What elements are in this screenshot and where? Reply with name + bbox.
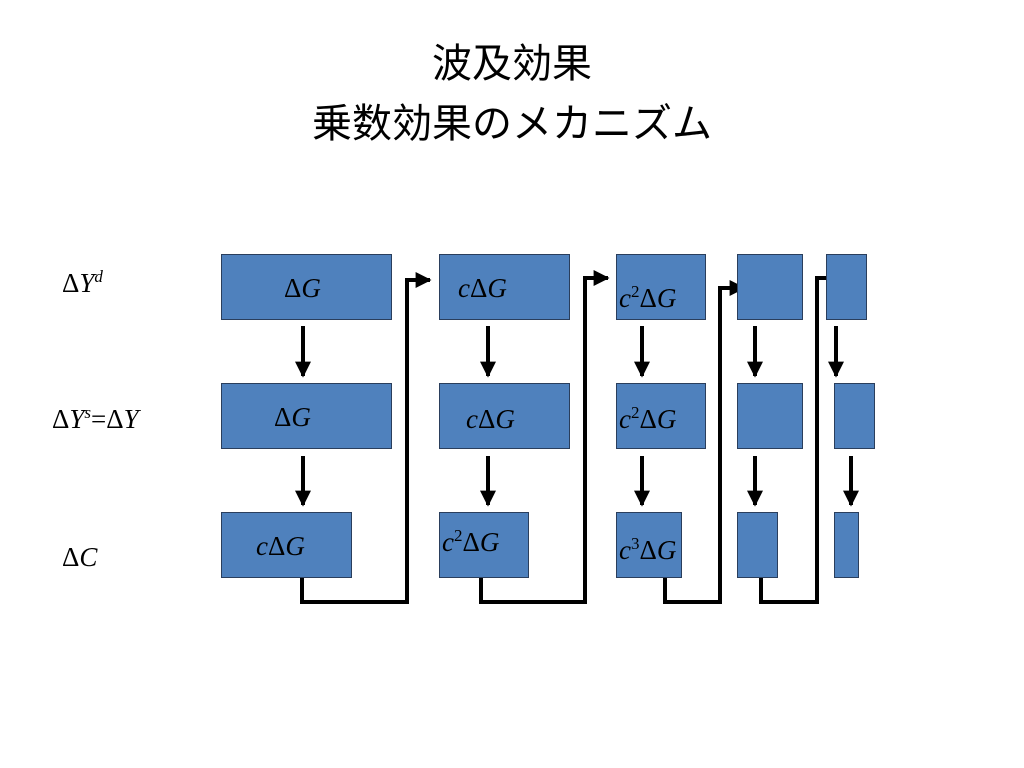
- supply-box-5: [834, 383, 875, 449]
- demand-box-5: [826, 254, 867, 320]
- supply-box-2-label: cΔG: [466, 404, 515, 434]
- supply-box-2: cΔG: [439, 383, 570, 449]
- row-label-supply: ΔYs=ΔY: [52, 403, 139, 434]
- demand-box-2-label: cΔG: [458, 273, 507, 303]
- consumption-box-2-label: c2ΔG: [442, 526, 500, 557]
- consumption-box-5: [834, 512, 859, 578]
- demand-box-3-label: c2ΔG: [619, 282, 677, 313]
- supply-box-1: ΔG: [221, 383, 392, 449]
- supply-box-3-label: c2ΔG: [619, 403, 677, 434]
- consumption-box-3: c3ΔG: [616, 512, 682, 578]
- consumption-box-2: c2ΔG: [439, 512, 529, 578]
- demand-box-2: cΔG: [439, 254, 570, 320]
- demand-box-1-label: ΔG: [284, 273, 321, 303]
- feedback-arrow-3: [663, 280, 746, 604]
- consumption-box-4: [737, 512, 778, 578]
- row-label-consumption: ΔC: [62, 542, 98, 572]
- row-label-demand: ΔYd: [62, 267, 103, 298]
- slide-title-line-1: 波及効果: [432, 41, 592, 87]
- feedback-arrow-4: [759, 270, 844, 604]
- consumption-box-3-label: c3ΔG: [619, 534, 677, 565]
- consumption-box-1-label: cΔG: [256, 531, 305, 561]
- feedback-arrow-1: [300, 272, 432, 604]
- supply-box-4: [737, 383, 803, 449]
- consumption-box-1: cΔG: [221, 512, 352, 578]
- slide-title-line-2: 乗数効果のメカニズム: [312, 101, 712, 147]
- demand-box-4: [737, 254, 803, 320]
- demand-box-3: c2ΔG: [616, 254, 706, 320]
- supply-box-3: c2ΔG: [616, 383, 706, 449]
- demand-box-1: ΔG: [221, 254, 392, 320]
- supply-box-1-label: ΔG: [274, 402, 311, 432]
- feedback-arrow-2: [479, 270, 610, 604]
